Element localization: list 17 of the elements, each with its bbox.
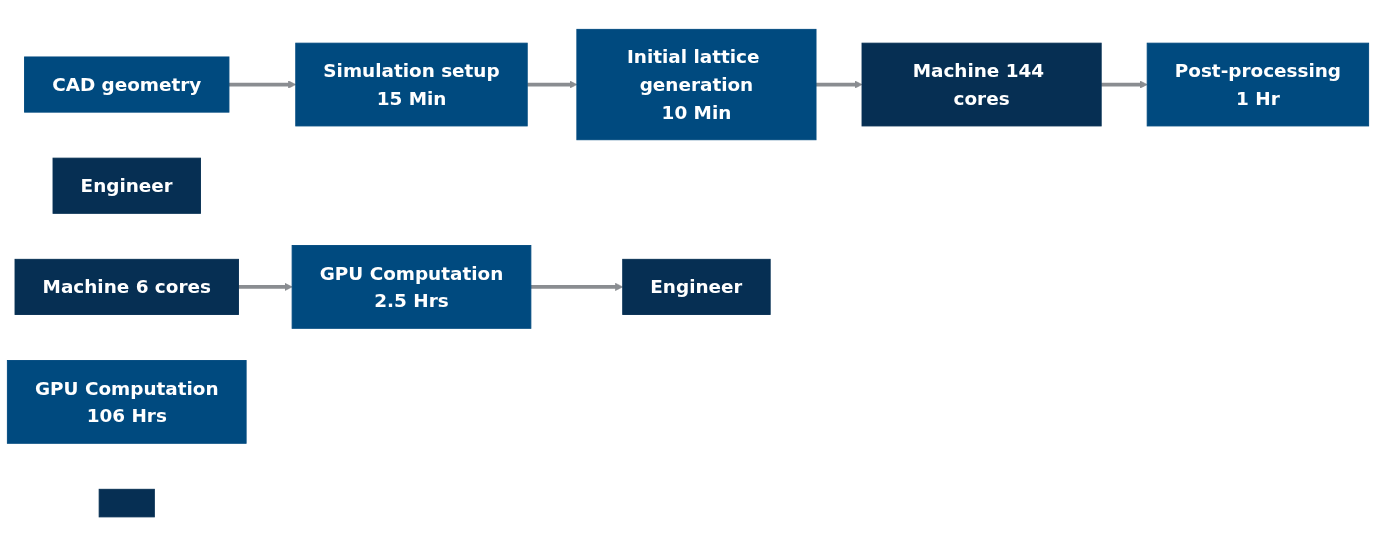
node-box: Machine 6 cores <box>14 259 239 316</box>
arrow <box>238 283 293 292</box>
arrow <box>228 80 297 89</box>
node-box: Post-processing 1 Hr <box>1146 43 1370 127</box>
node-box: CAD geometry <box>24 56 230 113</box>
arrow <box>816 80 863 89</box>
node-box <box>98 489 155 518</box>
node-box: Machine 144 cores <box>861 43 1102 127</box>
node-box: Engineer <box>52 158 201 215</box>
arrow <box>530 283 624 292</box>
node-box: Simulation setup 15 Min <box>295 43 528 127</box>
node-box: Engineer <box>622 259 771 316</box>
arrow <box>1101 80 1148 89</box>
node-box: Initial lattice generation 10 Min <box>576 29 817 141</box>
node-box: GPU Computation 106 Hrs <box>6 360 247 445</box>
arrow <box>527 80 578 89</box>
node-box: GPU Computation 2.5 Hrs <box>291 245 532 330</box>
